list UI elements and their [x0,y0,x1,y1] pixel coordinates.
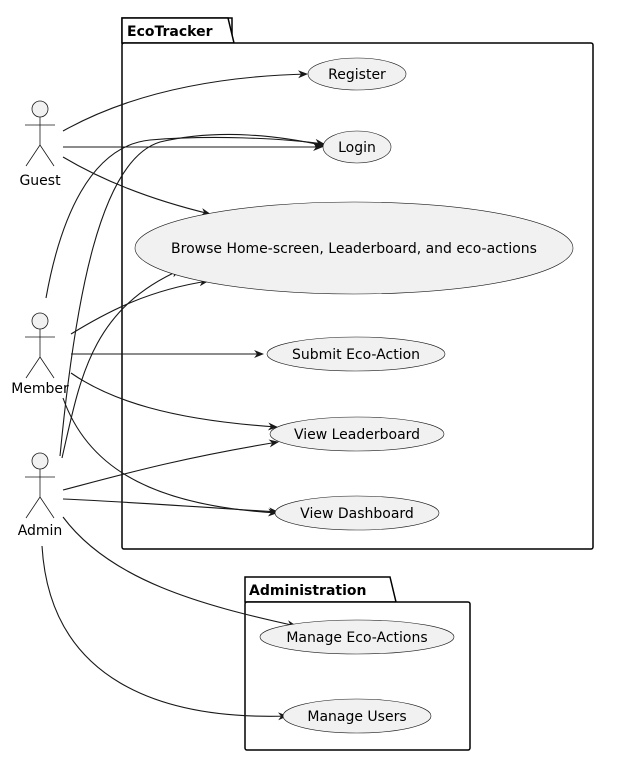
actor-admin-right-leg [39,496,55,519]
use-case-login-shape [322,130,392,164]
use-case-browse-shape [134,201,574,295]
use-case-manage-users-shape [282,698,432,734]
actor-guest-head-icon [31,100,49,118]
edge-member-browse [70,278,209,335]
use-case-view-dashboard[interactable]: View Dashboard [274,495,440,531]
actor-member-right-leg [39,356,55,379]
actor-admin-head-icon [31,452,49,470]
use-case-register-shape [307,57,407,91]
use-case-submit-label: Submit Eco-Action [292,347,420,363]
edge-guest-register [62,70,308,132]
edge-admin-browse [61,269,181,459]
package-ecotracker-body [121,42,594,550]
edge-guest-browse [62,156,211,216]
actor-member-label: Member [11,381,69,397]
use-cases: Register Login Browse Home-screen, Leade… [134,57,574,734]
actor-member[interactable]: Member [11,312,69,397]
use-case-leaderboard-shape [269,416,445,452]
package-ecotracker-title: EcoTracker [127,24,213,40]
use-case-submit-shape [266,336,446,372]
relations [41,70,327,721]
edge-admin-leaderboard [62,439,279,491]
use-case-submit-eco-action[interactable]: Submit Eco-Action [266,336,446,372]
edge-admin-manage-actions [62,516,297,628]
actor-guest-label: Guest [19,173,61,189]
use-case-manage-eco-actions[interactable]: Manage Eco-Actions [259,619,455,655]
use-case-browse[interactable]: Browse Home-screen, Leaderboard, and eco… [134,201,574,295]
actors: Guest Member Admin [11,100,69,539]
package-administration-title: Administration [249,583,366,599]
use-case-manage-users-label: Manage Users [307,709,406,725]
actor-admin[interactable]: Admin [18,452,63,539]
use-case-register[interactable]: Register [307,57,407,91]
use-case-browse-label: Browse Home-screen, Leaderboard, and eco… [171,241,537,257]
use-case-login[interactable]: Login [322,130,392,164]
use-case-manage-actions-label: Manage Eco-Actions [286,630,427,646]
edge-admin-dashboard [62,498,279,516]
use-case-register-label: Register [328,67,386,83]
actor-guest[interactable]: Guest [19,100,61,189]
edge-member-login [45,136,325,299]
use-case-leaderboard-label: View Leaderboard [294,427,420,443]
use-case-dashboard-label: View Dashboard [300,506,414,522]
edge-member-leaderboard [70,372,278,431]
actor-member-left-leg [25,356,41,379]
actor-admin-left-leg [25,496,41,519]
actor-member-head-icon [31,312,49,330]
use-case-manage-actions-shape [259,619,455,655]
package-ecotracker: EcoTracker [121,17,594,550]
use-case-manage-users[interactable]: Manage Users [282,698,432,734]
edge-member-dashboard [62,397,278,517]
actor-admin-label: Admin [18,523,63,539]
use-case-login-label: Login [338,140,376,156]
actor-guest-left-leg [25,144,41,167]
actor-guest-right-leg [39,144,55,167]
use-case-view-leaderboard[interactable]: View Leaderboard [269,416,445,452]
edge-admin-login [59,133,327,457]
use-case-dashboard-shape [274,495,440,531]
edge-admin-manage-users [41,545,288,721]
